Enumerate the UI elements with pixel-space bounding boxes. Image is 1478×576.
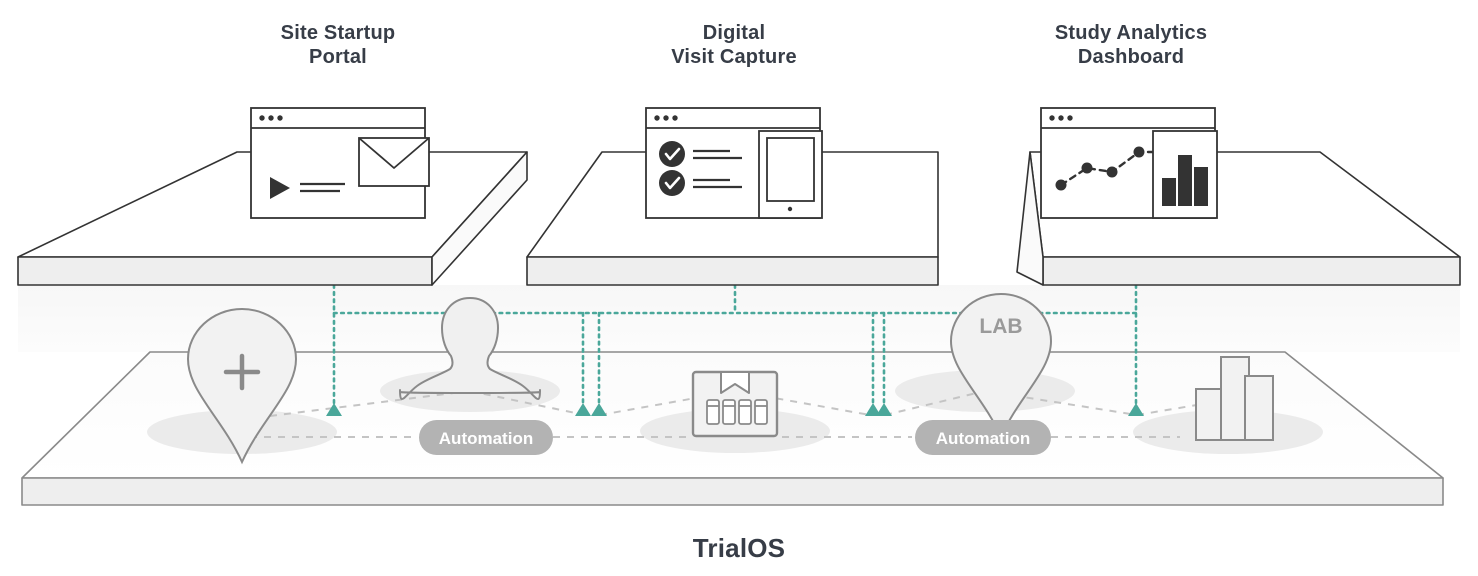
teal-triangle-marker	[876, 403, 892, 416]
check-circle-icon	[659, 141, 685, 167]
teal-triangle-marker	[1128, 403, 1144, 416]
app-title-study-analytics-dashboard: Study Analytics Dashboard	[1054, 22, 1208, 68]
app-window-digital-visit-capture[interactable]	[645, 107, 823, 219]
window-dots-icon	[259, 115, 283, 121]
dashed-line-chart-icon	[1055, 146, 1165, 191]
teal-triangle-markers	[326, 403, 1144, 416]
text-lines	[693, 149, 742, 160]
app-window-study-analytics-dashboard[interactable]	[1040, 107, 1218, 219]
bar-chart-ground-icon	[1195, 356, 1274, 441]
middle-band	[18, 285, 1460, 352]
teal-triangle-marker	[591, 403, 607, 416]
bar-chart-icon	[1152, 130, 1218, 219]
app-window-site-startup-portal[interactable]	[250, 107, 430, 219]
platform-title: TrialOS	[692, 533, 786, 563]
tablet-device-icon	[758, 130, 823, 219]
teal-triangle-marker	[575, 403, 591, 416]
specimen-box-vials-icon	[691, 370, 779, 438]
app-title-digital-visit-capture: Digital Visit Capture	[671, 22, 797, 68]
window-dots-icon	[654, 115, 678, 121]
text-lines	[693, 178, 742, 189]
automation-badge-left[interactable]: Automation	[419, 420, 553, 455]
window-dots-icon	[1049, 115, 1073, 121]
teal-triangle-marker	[326, 403, 342, 416]
check-circle-icon	[659, 170, 685, 196]
lab-pin-label: LAB	[979, 315, 1022, 338]
text-lines	[300, 182, 345, 193]
person-silhouette-icon	[399, 297, 541, 401]
app-title-site-startup-portal: Site Startup Portal	[280, 22, 396, 68]
automation-badge-right[interactable]: Automation	[915, 420, 1051, 455]
teal-triangle-marker	[865, 403, 881, 416]
envelope-icon	[358, 137, 430, 187]
map-pin-plus-icon	[186, 307, 298, 465]
automation-badge-left-label: Automation	[439, 429, 533, 448]
automation-badge-right-label: Automation	[936, 429, 1030, 448]
play-button-icon	[270, 177, 290, 199]
